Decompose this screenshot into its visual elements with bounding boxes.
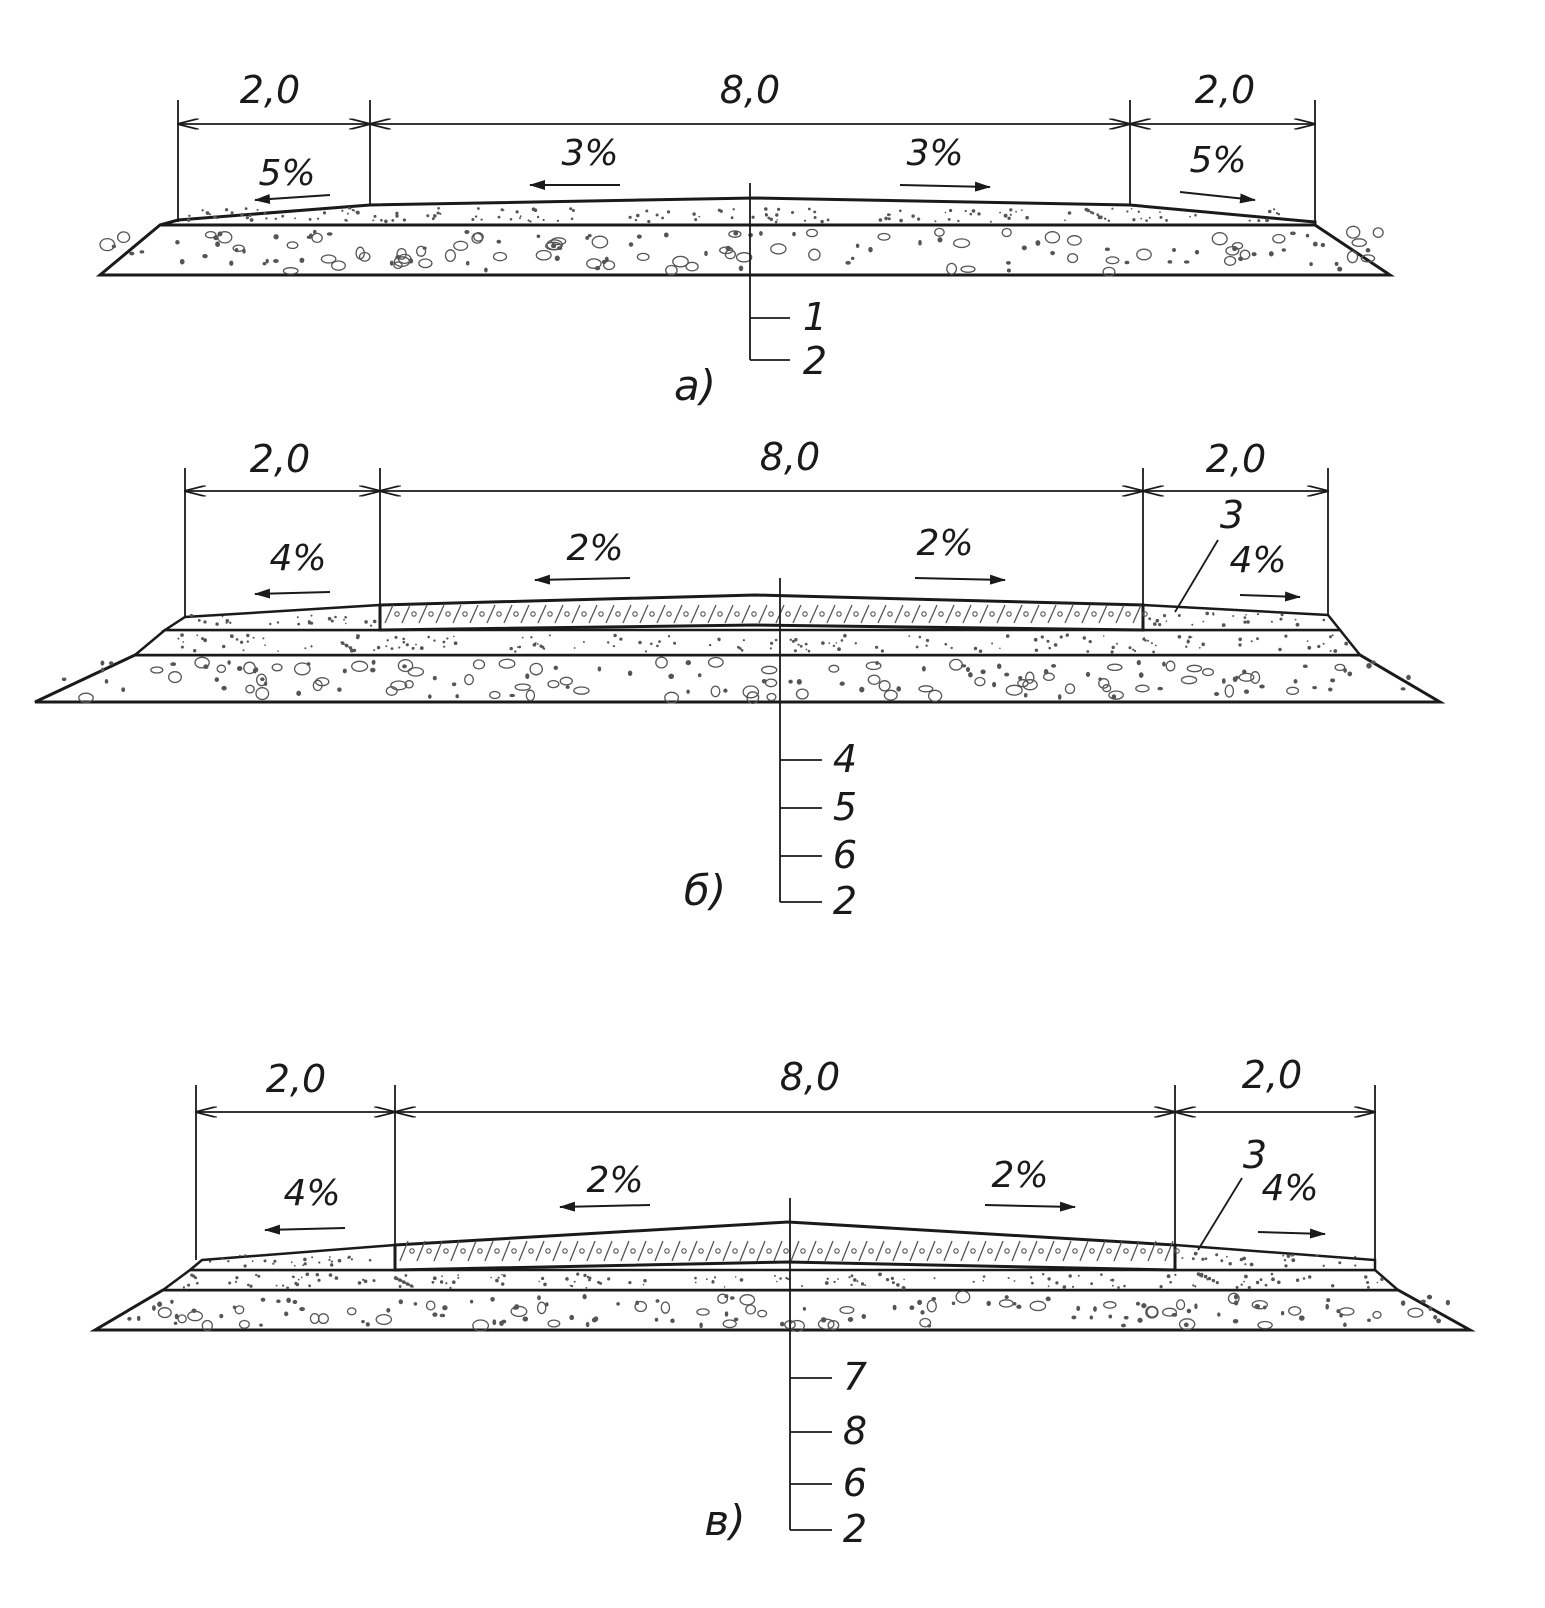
slope-label: 5% <box>258 153 315 194</box>
layer-callout-label: 4 <box>833 737 857 781</box>
panel-a: 2,0 8,0 2,0 5% 3% 3% 5% 1 2 а) <box>95 68 1395 410</box>
slope-label: 5% <box>1189 140 1246 181</box>
layer-callout-label: 1 <box>803 295 827 339</box>
panel-b: 2,0 8,0 2,0 4% 2% 2% 4% 3 4 5 6 2 б) <box>34 435 1446 923</box>
slope-arrow <box>264 1224 346 1235</box>
slope-label: 4% <box>1229 540 1286 581</box>
dimension-label: 8,0 <box>780 1055 840 1099</box>
slope-label: 4% <box>269 538 326 579</box>
middle-layer-b <box>131 628 1363 657</box>
dimension-label: 2,0 <box>1206 437 1266 481</box>
layer-callout-label: 2 <box>843 1507 867 1551</box>
dot-pattern-b <box>177 633 1349 654</box>
layer-callout-label: 2 <box>833 879 857 923</box>
grain-pattern-c <box>127 1290 1451 1332</box>
dimension-label: 8,0 <box>760 435 820 479</box>
dot-pattern-b <box>1148 611 1326 627</box>
slope-label: 3% <box>561 133 618 174</box>
left-shoulder-b <box>160 603 382 632</box>
slope-label: 2% <box>916 523 973 564</box>
dimension-label: 8,0 <box>720 68 780 112</box>
slope-arrow <box>984 1201 1076 1212</box>
dimension-label: 2,0 <box>266 1057 326 1101</box>
dimension-label: 2,0 <box>250 437 310 481</box>
slope-label: 3% <box>906 133 963 174</box>
dimension-label: 2,0 <box>1242 1053 1302 1097</box>
slope-label: 2% <box>566 528 623 569</box>
slope-arrow <box>254 194 331 204</box>
dot-pattern-c <box>208 1254 372 1268</box>
dot-pattern-c <box>1181 1251 1357 1268</box>
panel-caption: в) <box>704 1496 745 1545</box>
slope-label: 4% <box>283 1173 340 1214</box>
right-shoulder-c <box>1173 1243 1377 1272</box>
slope-arrow <box>1179 191 1256 204</box>
slope-label: 4% <box>1261 1168 1318 1209</box>
slope-label: 2% <box>991 1155 1048 1196</box>
shoulder-callout-label: 3 <box>1243 1133 1267 1177</box>
surface-layer-a <box>159 196 1317 227</box>
pavement-layer-c <box>393 1220 1177 1272</box>
slope-arrow <box>899 181 991 192</box>
dot-pattern-c <box>182 1272 1384 1290</box>
asphalt-hatch-b <box>384 604 1148 624</box>
panel-c: 2,0 8,0 2,0 4% 2% 2% 4% 3 7 8 6 2 в) <box>89 1053 1476 1551</box>
slope-arrow <box>1239 591 1301 602</box>
base-layer-b <box>34 653 1446 704</box>
dimension-label: 2,0 <box>240 68 300 112</box>
grain-pattern-a <box>99 225 1384 277</box>
dimension-label: 2,0 <box>1195 68 1255 112</box>
slope-label: 2% <box>586 1160 643 1201</box>
grain-pattern-b <box>61 656 1411 705</box>
asphalt-hatch-c <box>399 1240 1180 1262</box>
layer-callout-label: 8 <box>843 1409 867 1453</box>
layer-callout-label: 6 <box>843 1461 867 1505</box>
panel-caption: б) <box>684 866 726 915</box>
dot-pattern-b <box>189 613 377 627</box>
slope-arrow <box>534 574 631 585</box>
pavement-layer-b <box>378 593 1145 632</box>
left-shoulder-c <box>186 1243 397 1272</box>
layer-callout-label: 5 <box>833 785 857 829</box>
layer-callout-label: 2 <box>803 339 827 383</box>
layer-callout-label: 7 <box>843 1355 867 1399</box>
callout-leader <box>1197 1177 1243 1251</box>
callout-leader <box>1174 539 1219 613</box>
slope-arrow <box>914 574 1006 585</box>
slope-arrow <box>254 588 331 599</box>
panel-caption: а) <box>674 361 716 410</box>
slope-arrow <box>559 1201 651 1212</box>
shoulder-callout-label: 3 <box>1220 493 1244 537</box>
layer-callout-label: 6 <box>833 833 857 877</box>
slope-arrow <box>1257 1228 1326 1239</box>
dot-pattern-a <box>186 206 1281 224</box>
right-shoulder-b <box>1141 603 1343 632</box>
